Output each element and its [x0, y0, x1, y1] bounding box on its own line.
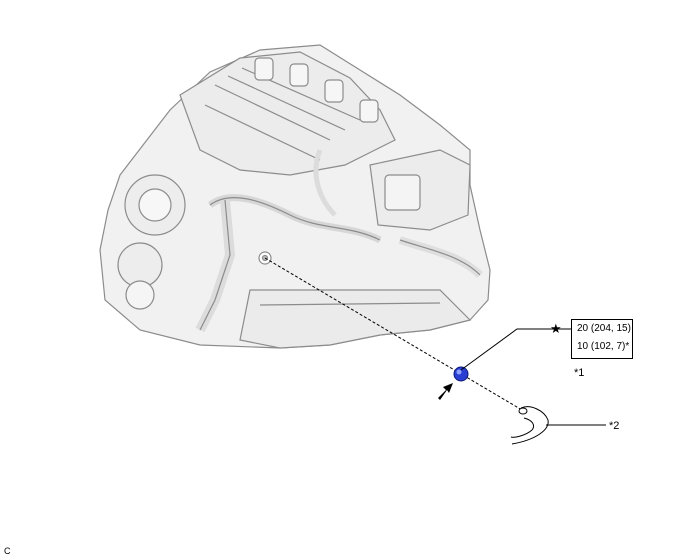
leader-lines — [460, 328, 606, 426]
callout-part-2: *2 — [609, 420, 620, 432]
arrow-pointer-icon — [438, 383, 453, 400]
hose-connector-part-icon — [510, 406, 549, 445]
leader-line-torque — [460, 328, 571, 371]
sensor-blue-part-icon — [453, 366, 469, 382]
callout-part-1: *1 — [574, 367, 585, 379]
engine-illustration — [99, 44, 491, 349]
torque-spec-box: 20 (204, 15) 10 (102, 7)* — [571, 319, 633, 359]
torque-line-1: 20 (204, 15) — [577, 323, 631, 334]
torque-star-icon: ★ — [550, 321, 562, 336]
figure-code: C — [4, 546, 11, 556]
torque-line-2: 10 (102, 7)* — [577, 341, 630, 352]
